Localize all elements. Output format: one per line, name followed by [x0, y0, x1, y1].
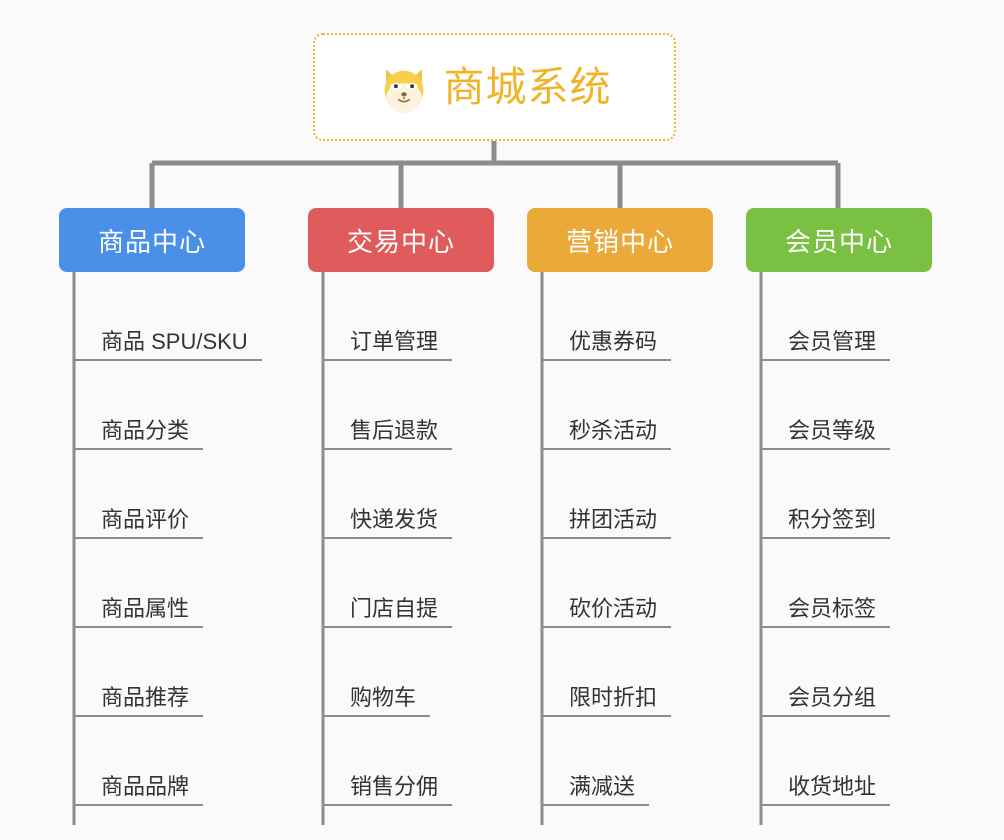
leaf-label: 收货地址: [760, 776, 891, 806]
leaf-item[interactable]: 满减送: [541, 717, 713, 806]
leaf-label: 订单管理: [322, 331, 453, 361]
leaf-label: 商品属性: [73, 598, 204, 628]
branch-items-0: 商品 SPU/SKU 商品分类 商品评价 商品属性 商品推荐 商品品牌: [59, 272, 262, 806]
branch-header-3[interactable]: 会员中心: [746, 208, 932, 272]
root-node[interactable]: 商城系统: [313, 33, 676, 141]
leaf-item[interactable]: 销售分佣: [322, 717, 494, 806]
leaf-label: 商品品牌: [73, 776, 204, 806]
branch-header-label-1: 交易中心: [346, 226, 455, 257]
leaf-label: 快递发货: [322, 509, 453, 539]
leaf-label: 商品 SPU/SKU: [73, 331, 262, 361]
branch-column-0: 商品中心 商品 SPU/SKU 商品分类 商品评价 商品属性 商品推荐 商品品牌: [59, 208, 262, 806]
leaf-label: 会员标签: [760, 598, 891, 628]
leaf-item[interactable]: 限时折扣: [541, 628, 713, 717]
leaf-label: 会员管理: [760, 331, 891, 361]
leaf-label: 拼团活动: [541, 509, 672, 539]
leaf-item[interactable]: 会员管理: [760, 272, 932, 361]
leaf-item[interactable]: 商品评价: [73, 450, 245, 539]
leaf-item[interactable]: 拼团活动: [541, 450, 713, 539]
shiba-inu-dog-face-icon: [384, 69, 423, 113]
branch-items-2: 优惠券码 秒杀活动 拼团活动 砍价活动 限时折扣 满减送: [527, 272, 713, 806]
leaf-label: 售后退款: [322, 420, 453, 450]
leaf-label: 商品推荐: [73, 687, 204, 717]
leaf-item[interactable]: 订单管理: [322, 272, 494, 361]
leaf-label: 销售分佣: [322, 776, 453, 806]
leaf-item[interactable]: 秒杀活动: [541, 361, 713, 450]
leaf-item[interactable]: 门店自提: [322, 539, 494, 628]
leaf-item[interactable]: 商品属性: [73, 539, 245, 628]
branch-column-3: 会员中心 会员管理 会员等级 积分签到 会员标签 会员分组 收货地址: [746, 208, 932, 806]
leaf-label: 商品评价: [73, 509, 204, 539]
leaf-label: 门店自提: [322, 598, 453, 628]
leaf-label: 满减送: [541, 776, 650, 806]
branch-header-label-0: 商品中心: [97, 226, 206, 257]
leaf-label: 会员等级: [760, 420, 891, 450]
leaf-item[interactable]: 优惠券码: [541, 272, 713, 361]
branch-header-2[interactable]: 营销中心: [527, 208, 713, 272]
leaf-label: 砍价活动: [541, 598, 672, 628]
branch-column-1: 交易中心 订单管理 售后退款 快递发货 门店自提 购物车 销售分佣: [308, 208, 494, 806]
branch-column-2: 营销中心 优惠券码 秒杀活动 拼团活动 砍价活动 限时折扣 满减送: [527, 208, 713, 806]
leaf-item[interactable]: 会员等级: [760, 361, 932, 450]
leaf-item[interactable]: 会员分组: [760, 628, 932, 717]
leaf-label: 会员分组: [760, 687, 891, 717]
leaf-item[interactable]: 商品品牌: [73, 717, 245, 806]
leaf-item[interactable]: 积分签到: [760, 450, 932, 539]
leaf-item[interactable]: 会员标签: [760, 539, 932, 628]
branch-header-label-3: 会员中心: [784, 226, 893, 257]
branch-items-1: 订单管理 售后退款 快递发货 门店自提 购物车 销售分佣: [308, 272, 494, 806]
leaf-label: 商品分类: [73, 420, 204, 450]
branch-header-1[interactable]: 交易中心: [308, 208, 494, 272]
leaf-item[interactable]: 商品推荐: [73, 628, 245, 717]
leaf-item[interactable]: 收货地址: [760, 717, 932, 806]
leaf-label: 秒杀活动: [541, 420, 672, 450]
leaf-label: 限时折扣: [541, 687, 672, 717]
root-title: 商城系统: [443, 63, 612, 110]
leaf-item[interactable]: 商品分类: [73, 361, 245, 450]
leaf-item[interactable]: 商品 SPU/SKU: [73, 272, 262, 361]
leaf-label: 优惠券码: [541, 331, 672, 361]
leaf-item[interactable]: 快递发货: [322, 450, 494, 539]
leaf-item[interactable]: 砍价活动: [541, 539, 713, 628]
branch-header-label-2: 营销中心: [565, 226, 674, 257]
leaf-item[interactable]: 购物车: [322, 628, 494, 717]
branch-header-0[interactable]: 商品中心: [59, 208, 245, 272]
leaf-label: 积分签到: [760, 509, 891, 539]
leaf-label: 购物车: [322, 687, 431, 717]
branch-items-3: 会员管理 会员等级 积分签到 会员标签 会员分组 收货地址: [746, 272, 932, 806]
leaf-item[interactable]: 售后退款: [322, 361, 494, 450]
